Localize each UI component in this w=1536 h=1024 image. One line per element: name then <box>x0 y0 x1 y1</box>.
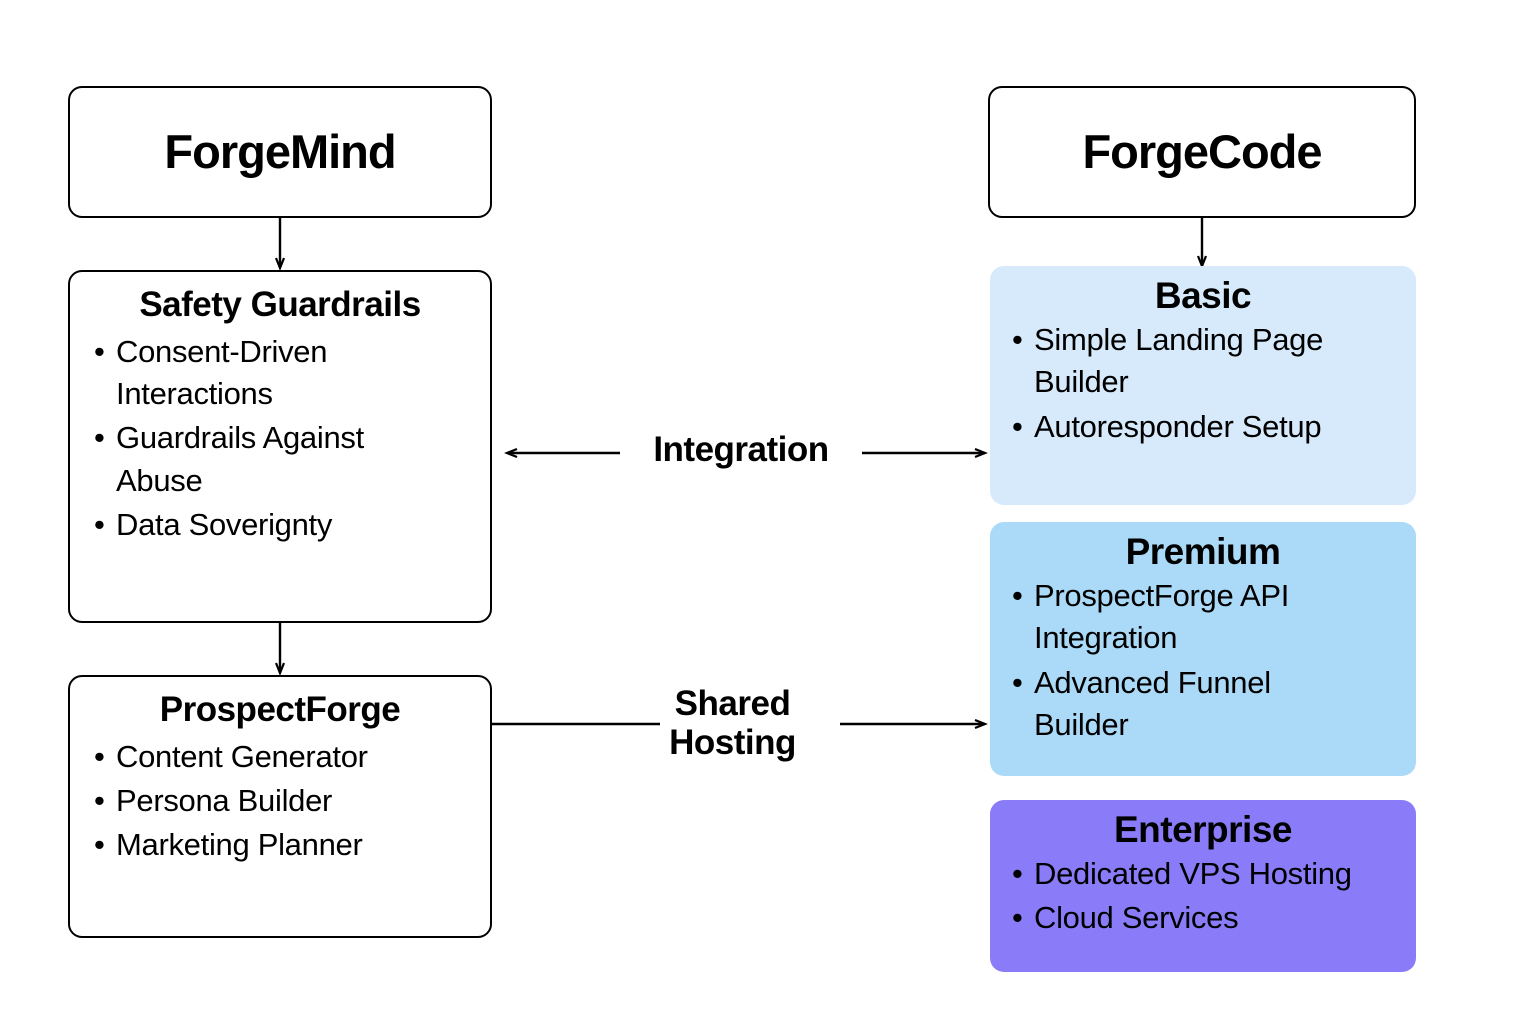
tier-card-enterprise[interactable]: Enterprise Dedicated VPS Hosting Cloud S… <box>990 800 1416 972</box>
forgemind-title: ForgeMind <box>164 125 396 179</box>
list-item: Consent-Driven Interactions <box>86 331 474 416</box>
tier-enterprise-title: Enterprise <box>1113 809 1293 850</box>
tier-basic-list: Simple Landing Page Builder Autoresponde… <box>1004 319 1402 449</box>
list-item: Content Generator <box>86 736 474 779</box>
list-item: Persona Builder <box>86 780 474 823</box>
tier-card-premium[interactable]: Premium ProspectForge API Integration Ad… <box>990 522 1416 776</box>
list-item: Cloud Services <box>1004 897 1402 940</box>
node-prospectforge[interactable]: ProspectForge Content Generator Persona … <box>68 675 492 938</box>
node-forgemind[interactable]: ForgeMind <box>68 86 492 218</box>
list-item: Guardrails Against Abuse <box>86 417 474 502</box>
tier-premium-title: Premium <box>1125 531 1281 572</box>
tier-basic-title: Basic <box>1154 275 1252 316</box>
list-item: Marketing Planner <box>86 824 474 867</box>
forgecode-title: ForgeCode <box>1082 125 1322 179</box>
safety-guardrails-title: Safety Guardrails <box>139 285 421 324</box>
connector-label-shared-hosting: Shared Hosting <box>669 684 796 763</box>
list-item: Simple Landing Page Builder <box>1004 319 1402 404</box>
tier-premium-list: ProspectForge API Integration Advanced F… <box>1004 575 1402 747</box>
list-item: ProspectForge API Integration <box>1004 575 1402 660</box>
list-item: Dedicated VPS Hosting <box>1004 853 1402 896</box>
connector-label-integration: Integration <box>653 430 829 469</box>
list-item: Advanced Funnel Builder <box>1004 662 1402 747</box>
safety-guardrails-list: Consent-Driven Interactions Guardrails A… <box>86 331 474 548</box>
tier-card-basic[interactable]: Basic Simple Landing Page Builder Autore… <box>990 266 1416 505</box>
node-safety-guardrails[interactable]: Safety Guardrails Consent-Driven Interac… <box>68 270 492 623</box>
list-item: Data Soverignty <box>86 504 474 547</box>
node-forgecode[interactable]: ForgeCode <box>988 86 1416 218</box>
prospectforge-list: Content Generator Persona Builder Market… <box>86 736 474 868</box>
list-item: Autoresponder Setup <box>1004 406 1402 449</box>
tier-enterprise-list: Dedicated VPS Hosting Cloud Services <box>1004 853 1402 940</box>
prospectforge-title: ProspectForge <box>159 690 401 729</box>
